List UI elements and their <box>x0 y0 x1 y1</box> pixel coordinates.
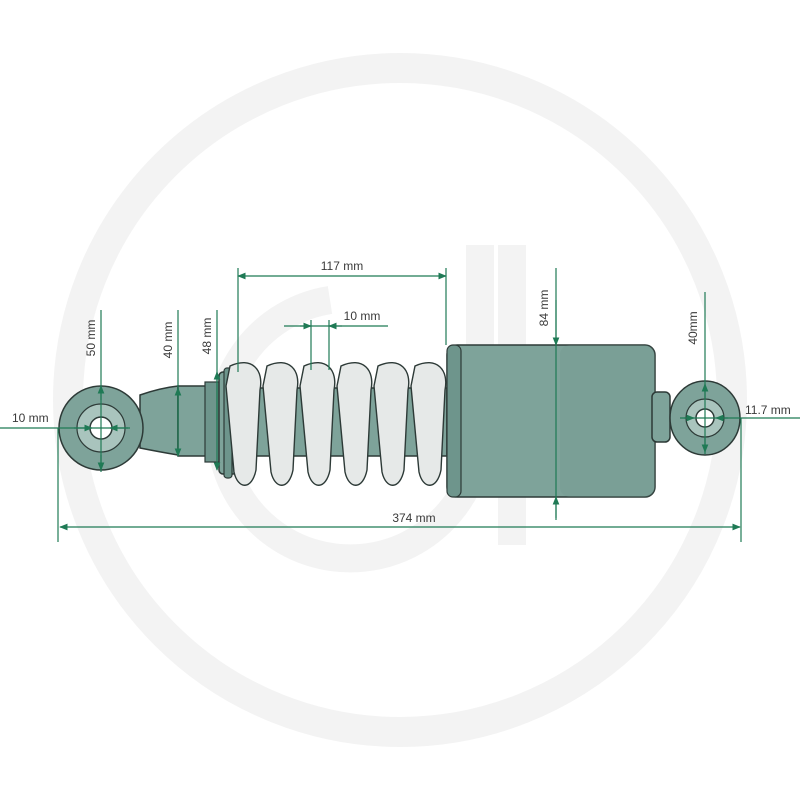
label-spring-pitch: 10 mm <box>344 309 381 323</box>
label-eye-hole-left: 10 mm <box>12 411 49 425</box>
spring-coil <box>225 362 262 486</box>
label-eye-height-left: 50 mm <box>84 320 98 357</box>
label-eye-height-right: 40mm <box>686 311 700 344</box>
label-eye-hole-right: 11.7 mm <box>745 403 791 417</box>
spring-coil <box>299 362 336 486</box>
dimension-lines <box>0 268 800 542</box>
label-collar-diameter: 48 mm <box>200 318 214 355</box>
spring-coil <box>410 362 447 486</box>
label-rod-diameter: 40 mm <box>161 322 175 359</box>
spring-coil <box>373 362 410 486</box>
spring-coil <box>336 362 373 486</box>
coil-spring <box>225 362 447 486</box>
label-spring-length: 117 mm <box>321 259 363 273</box>
label-overall-length: 374 mm <box>392 511 435 525</box>
damper-cylinder <box>446 344 656 498</box>
label-cylinder-diameter: 84 mm <box>537 290 551 327</box>
piston-rod <box>177 381 220 463</box>
spring-coil <box>262 362 299 486</box>
dimension-labels: 10 mm 50 mm 40 mm 48 mm 117 mm 10 mm 84 … <box>12 259 791 525</box>
